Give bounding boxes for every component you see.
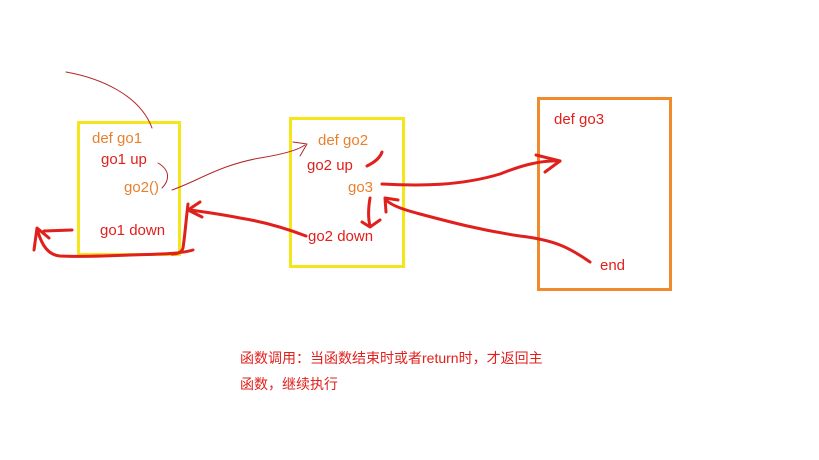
go1-left-mark bbox=[42, 228, 74, 233]
entry-curve bbox=[65, 71, 153, 129]
go2-box bbox=[289, 117, 405, 268]
go2-up-label: go2 up bbox=[307, 157, 353, 174]
return-go2-arrow bbox=[188, 208, 308, 238]
go3-call-label: go3 bbox=[348, 179, 374, 196]
call-go2-arrow bbox=[171, 144, 306, 191]
go1-bottom-arrowhead bbox=[32, 226, 51, 252]
def-go1-label: def go1 bbox=[92, 130, 143, 147]
def-go3-label: def go3 bbox=[554, 111, 605, 128]
go1-bottom-return bbox=[36, 230, 195, 258]
go3-to-down-arrowhead bbox=[360, 218, 382, 229]
call-note: 函数调用：当函数结束时或者return时，才返回主 函数，继续执行 bbox=[240, 346, 620, 398]
go2-call-label: go2() bbox=[124, 179, 160, 196]
go1-right-return bbox=[170, 202, 190, 256]
return-go3-arrow bbox=[384, 198, 592, 264]
go2-up-tick bbox=[365, 150, 384, 168]
go3-box bbox=[537, 97, 672, 291]
go1-up-tick bbox=[157, 162, 168, 189]
call-note-line1: 函数调用：当函数结束时或者return时，才返回主 bbox=[240, 350, 543, 366]
call-go3-arrowhead bbox=[534, 153, 562, 174]
call-go3-arrow bbox=[380, 159, 562, 187]
go1-up-label: go1 up bbox=[101, 151, 147, 168]
go2-down-label: go2 down bbox=[308, 228, 374, 245]
call-note-line2: 函数，继续执行 bbox=[240, 375, 338, 392]
end-label: end bbox=[600, 257, 626, 274]
go1-down-label: go1 down bbox=[100, 222, 166, 239]
go3-to-down-arrow bbox=[367, 196, 372, 228]
call-go2-arrowhead bbox=[292, 141, 308, 157]
def-go2-label: def go2 bbox=[318, 132, 369, 149]
return-go3-arrowhead bbox=[383, 196, 400, 214]
